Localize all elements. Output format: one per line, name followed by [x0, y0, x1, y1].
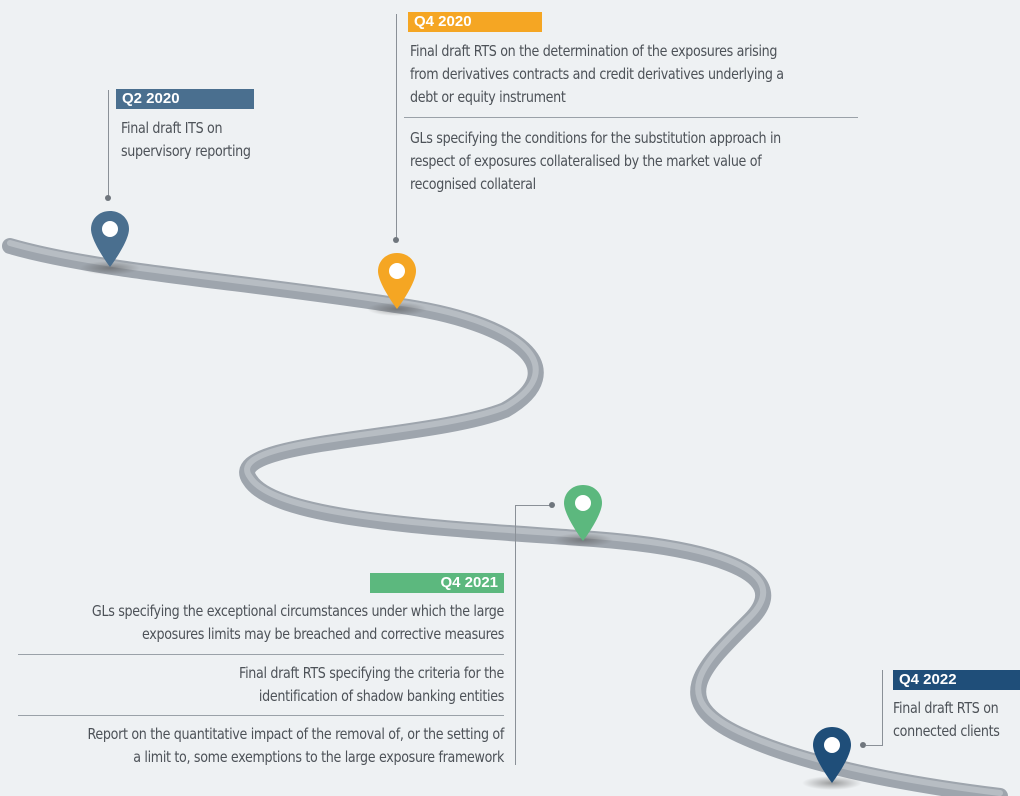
q4-2021-pin-icon: [564, 485, 602, 541]
q4-2020-badge: Q4 2020: [408, 12, 542, 32]
q4-2020-connector-dot: [393, 237, 399, 243]
q4-2021-item-3: Report on the quantitative impact of the…: [87, 725, 505, 766]
q4-2022-connector-h: [866, 745, 882, 746]
q4-2021-item-2: Final draft RTS specifying the criteria …: [239, 664, 504, 705]
q4-2022-pin-icon: [813, 727, 851, 783]
q4-2021-connector-v: [515, 505, 516, 765]
q4-2022-text: Final draft RTS on connected clients: [893, 699, 1000, 740]
q2-2020-connector-dot: [105, 195, 111, 201]
road-path: [2, 238, 1008, 796]
q2-2020-pin-icon: [91, 211, 129, 267]
q4-2021-divider-1: [18, 654, 504, 655]
q4-2021-connector-h: [515, 505, 551, 506]
q4-2021-badge: Q4 2021: [370, 573, 504, 593]
q4-2022-connector-v: [882, 670, 883, 746]
q4-2022-connector-dot: [860, 742, 866, 748]
q4-2020-connector: [396, 14, 397, 240]
q4-2021-divider-2: [18, 715, 504, 716]
q4-2021-connector-dot: [549, 502, 555, 508]
q4-2020-item-1: Final draft RTS on the determination of …: [410, 42, 784, 106]
q4-2021-item-1: GLs specifying the exceptional circumsta…: [91, 602, 504, 643]
q4-2022-badge: Q4 2022: [893, 670, 1020, 690]
q4-2020-divider: [404, 117, 858, 118]
q2-2020-badge: Q2 2020: [116, 89, 254, 109]
q2-2020-connector: [108, 90, 109, 198]
q4-2020-pin-icon: [378, 253, 416, 309]
q2-2020-text: Final draft ITS on supervisory reporting: [121, 119, 251, 160]
q4-2020-item-2: GLs specifying the conditions for the su…: [410, 129, 781, 193]
